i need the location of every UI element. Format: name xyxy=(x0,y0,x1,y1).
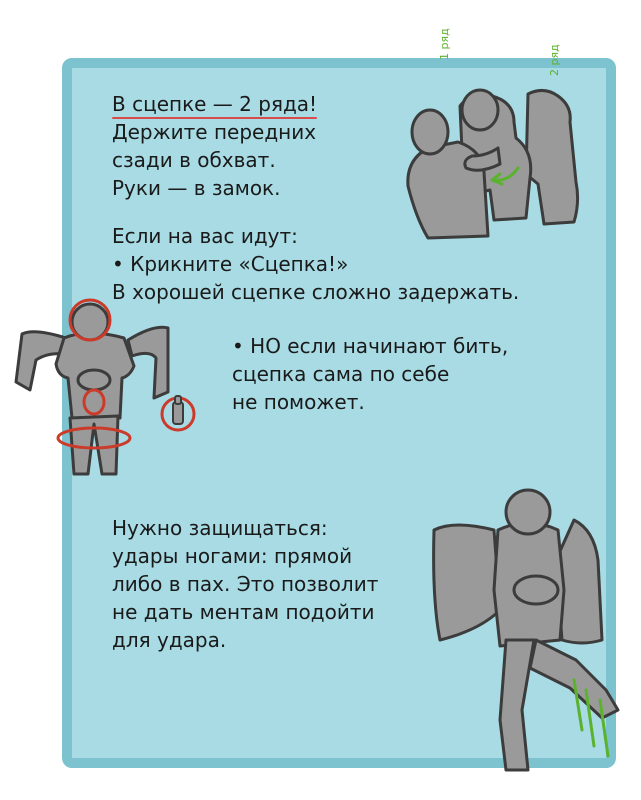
text-line: для удара. xyxy=(112,628,227,652)
row-label-second: 2 ряд xyxy=(548,44,561,76)
text-line: не дать ментам подойти xyxy=(112,600,375,624)
text-block-if-approached: Если на вас идут: • Крикните «Сцепка!» В… xyxy=(112,222,519,306)
legs-zone-circle xyxy=(56,426,132,450)
text-line: • НО если начинают бить, xyxy=(232,334,509,358)
block-title: В сцепке — 2 ряда! xyxy=(112,92,318,119)
text-line: либо в пах. Это позволит xyxy=(112,572,379,596)
text-block-if-beaten: • НО если начинают бить, сцепка сама по … xyxy=(232,332,508,416)
baton-icon xyxy=(172,395,184,425)
kick-defense-illustration xyxy=(432,488,620,772)
head-zone-circle xyxy=(68,298,112,342)
vulnerable-zones-illustration xyxy=(14,298,196,476)
row-label-first: 1 ряд xyxy=(438,28,451,60)
text-line: удары ногами: прямой xyxy=(112,544,353,568)
text-line: Руки — в замок. xyxy=(112,176,281,200)
text-line: Нужно защищаться: xyxy=(112,516,328,540)
text-line: Держите передних xyxy=(112,120,317,144)
groin-zone-circle xyxy=(82,388,106,416)
text-block-defend: Нужно защищаться: удары ногами: прямой л… xyxy=(112,514,378,654)
two-row-chain-illustration: 1 ряд 2 ряд xyxy=(406,28,580,240)
text-line: • Крикните «Сцепка!» xyxy=(112,252,349,276)
text-line: Если на вас идут: xyxy=(112,224,298,248)
text-line: сзади в обхват. xyxy=(112,148,276,172)
text-line: сцепка сама по себе xyxy=(232,362,450,386)
text-block-chain-rows: В сцепке — 2 ряда! Держите передних сзад… xyxy=(112,90,318,202)
text-line: не поможет. xyxy=(232,390,365,414)
text-line: В хорошей сцепке сложно задержать. xyxy=(112,280,520,304)
